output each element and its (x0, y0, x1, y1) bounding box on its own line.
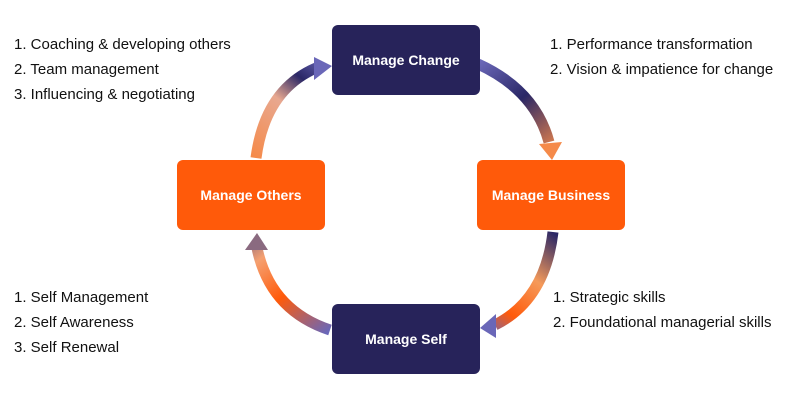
manage-change-skill-list: 1. Performance transformation 2. Vision … (550, 32, 773, 82)
manage-business-label: Manage Business (491, 187, 611, 203)
manage-self-skill-list: 1. Self Management 2. Self Awareness 3. … (14, 285, 148, 360)
manage-business-box: Manage Business (477, 160, 625, 230)
manage-others-skill-list: 1. Coaching & developing others 2. Team … (14, 32, 231, 107)
list-item: 2. Team management (14, 61, 159, 78)
list-item: 3. Influencing & negotiating (14, 86, 195, 103)
manage-change-label: Manage Change (352, 52, 460, 68)
arrow-change-to-business (475, 58, 562, 160)
arrow-business-to-self (480, 231, 559, 338)
list-item: 2. Vision & impatience for change (550, 61, 774, 78)
arrow-others-to-change (250, 57, 332, 159)
list-item: 3. Self Renewal (14, 339, 120, 356)
list-item: 2. Foundational managerial skills (553, 314, 772, 331)
list-item: 1. Coaching & developing others (14, 36, 231, 53)
manage-others-box: Manage Others (177, 160, 325, 230)
manage-change-box: Manage Change (332, 25, 480, 95)
manage-others-label: Manage Others (200, 187, 302, 203)
list-item: 1. Strategic skills (553, 289, 666, 306)
arrow-self-to-others (245, 233, 332, 336)
list-item: 1. Performance transformation (550, 36, 753, 53)
manage-business-skill-list: 1. Strategic skills 2. Foundational mana… (553, 285, 771, 335)
manage-self-label: Manage Self (365, 331, 447, 347)
list-item: 2. Self Awareness (14, 314, 134, 331)
list-item: 1. Self Management (14, 289, 149, 306)
manage-self-box: Manage Self (332, 304, 480, 374)
